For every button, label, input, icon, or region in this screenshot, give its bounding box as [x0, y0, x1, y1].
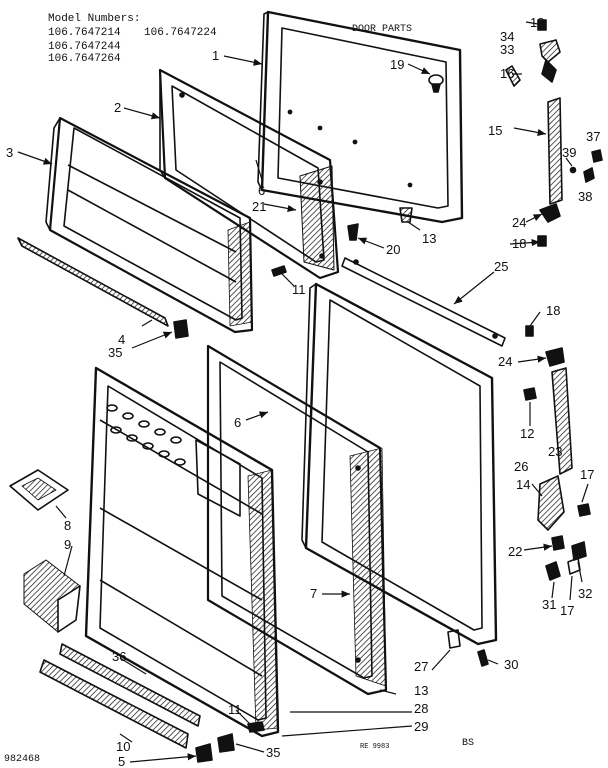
part-label: 19	[390, 57, 405, 72]
model-numbers-title: Model Numbers:	[48, 13, 141, 25]
model-number: 106.7647244	[48, 41, 121, 53]
drawing-code: RE 9983	[360, 743, 390, 751]
part-label: 28	[414, 701, 429, 716]
part-label: 12	[520, 426, 535, 441]
part-label: 21	[252, 199, 267, 214]
part-label: 7	[310, 586, 318, 601]
part-label: 8	[64, 518, 72, 533]
part-label: 17	[580, 467, 595, 482]
part-label: 4	[118, 332, 126, 347]
part-label: 37	[586, 129, 601, 144]
part-label: 20	[386, 242, 401, 257]
part-label: 13	[422, 231, 437, 246]
dairy-compartment	[23, 559, 81, 633]
drawing-revision: BS	[462, 738, 475, 749]
upper-hinge-assembly	[505, 19, 603, 247]
part-label: 14	[516, 477, 531, 492]
egg-rack	[106, 404, 186, 466]
part-label: 23	[548, 444, 563, 459]
part-label: 27	[414, 659, 429, 674]
part-label: 24	[512, 215, 527, 230]
section-title: DOOR PARTS	[352, 24, 413, 35]
freezer-inner-panel	[45, 116, 254, 334]
model-number: 106.7647214	[48, 27, 121, 39]
part-label: 6	[234, 415, 242, 430]
part-label: 18	[512, 236, 527, 251]
fresh-food-door-gasket-frame	[301, 282, 498, 646]
part-label: 9	[64, 537, 72, 552]
part-label: 2	[114, 100, 122, 115]
hinge-bar	[341, 257, 506, 347]
part-label: 26	[514, 459, 529, 474]
part-label: 38	[578, 189, 593, 204]
fresh-food-liner-frame	[206, 344, 388, 696]
part-label: 18	[530, 15, 545, 30]
part-label: 39	[562, 145, 577, 160]
part-label: 10	[116, 739, 131, 754]
fresh-food-inner-panel	[84, 366, 280, 738]
part-label: 11	[228, 702, 242, 717]
part-label: 15	[488, 123, 503, 138]
leader-lines	[17, 21, 589, 763]
part-label: 18	[546, 303, 561, 318]
part-label: 32	[578, 586, 593, 601]
fresh-food-shelf-10	[39, 659, 189, 749]
fresh-food-shelf-36	[59, 643, 201, 727]
part-label: 5	[118, 754, 126, 768]
part-label: 31	[542, 597, 557, 612]
part-label: 33	[500, 42, 515, 57]
part-label: 22	[508, 544, 523, 559]
part-label: 1	[212, 48, 220, 63]
part-label: 35	[108, 345, 123, 360]
part-label: 34	[500, 29, 515, 44]
part-label: 29	[414, 719, 429, 734]
part-label: 16	[500, 66, 515, 81]
model-number: 106.7647224	[144, 27, 217, 39]
part-label: 11	[292, 282, 306, 297]
part-label: 25	[494, 259, 509, 274]
part-label: 24	[498, 354, 513, 369]
diagram-id: 982468	[4, 754, 41, 765]
part-label: 17	[560, 603, 575, 618]
freezer-shelf-strip	[17, 237, 169, 327]
small-hardware	[173, 74, 489, 763]
part-label: 35	[266, 745, 281, 760]
lower-hinge-assembly	[523, 325, 591, 581]
part-label: 36	[112, 649, 127, 664]
freezer-liner-frame	[158, 68, 340, 280]
part-label: 30	[504, 657, 519, 672]
part-label: 6	[258, 183, 266, 198]
part-label: 13	[414, 683, 429, 698]
freezer-door-gasket-frame	[257, 10, 464, 224]
model-number: 106.7647264	[48, 53, 121, 65]
butter-door	[9, 469, 69, 511]
part-label: 3	[6, 145, 14, 160]
